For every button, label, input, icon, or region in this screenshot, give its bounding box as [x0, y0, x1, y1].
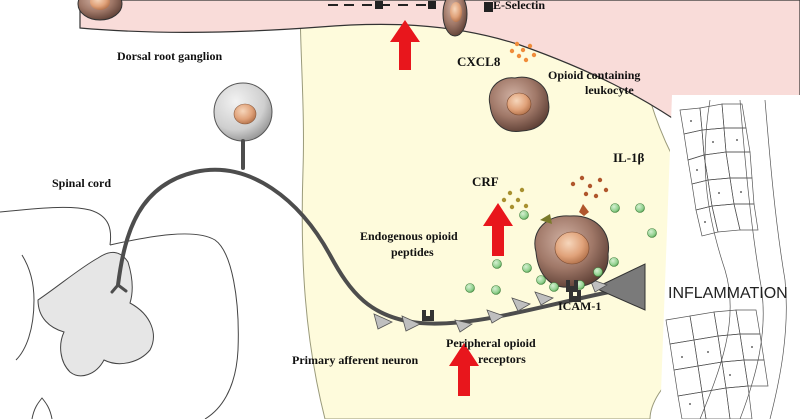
- spinal-cord-label: Spinal cord: [52, 176, 111, 190]
- endogenous-opioid-label-line1: Endogenous opioid: [360, 229, 458, 243]
- opioid-peptide-icon: [465, 203, 657, 295]
- cxcl8-chemokines: [509, 41, 537, 63]
- il1b-particles: [570, 175, 609, 199]
- crf-label: CRF: [472, 174, 499, 189]
- e-selectin-label: E-Selectin: [493, 0, 545, 12]
- primary-afferent-neuron-label: Primary afferent neuron: [292, 353, 419, 367]
- leukocyte-nucleus: [506, 92, 532, 116]
- up-arrow-icon: [390, 20, 420, 70]
- peripheral-receptors-label-line1: Peripheral opioid: [446, 336, 536, 350]
- cxcl8-label: CXCL8: [457, 54, 501, 69]
- il1b-receptor-icon: [579, 204, 589, 216]
- lower-leukocyte-nucleus: [554, 231, 590, 265]
- crf-particles: [501, 187, 529, 210]
- epidermis-tissue: [660, 95, 800, 419]
- epidermis-granules: [681, 120, 753, 405]
- inflammation-label: INFLAMMATION: [668, 285, 788, 302]
- icam-1-label: ICAM-1: [558, 299, 601, 313]
- e-selectin-molecule: [428, 1, 436, 9]
- e-selectin-molecule: [375, 1, 383, 9]
- crf-receptor-icon: [540, 214, 552, 224]
- opioid-receptor-icons: [373, 278, 608, 333]
- dorsal-root-ganglion-label: Dorsal root ganglion: [117, 49, 222, 63]
- peripheral-receptors-label-line2: receptors: [478, 352, 526, 366]
- receptor-icon: [422, 310, 434, 321]
- nerve-terminal-icon: [593, 263, 646, 311]
- endogenous-opioid-label-line2: peptides: [391, 245, 434, 259]
- opioid-leukocyte-label-line2: leukocyte: [585, 83, 634, 97]
- spinal-cord-grey-matter: [37, 252, 154, 377]
- opioid-leukocyte-label-line1: Opioid containing: [548, 68, 640, 82]
- rolling-leukocyte-nucleus: [450, 2, 462, 22]
- up-arrow-icon: [483, 203, 513, 256]
- soma-nucleus: [233, 103, 257, 125]
- icam-1-molecule: [566, 280, 578, 292]
- il1b-label: IL-1β: [613, 150, 645, 165]
- e-selectin-molecule: [484, 2, 493, 12]
- spinal-cord: [0, 206, 239, 419]
- receptor-icon: [569, 290, 581, 302]
- up-arrow-icon: [449, 343, 479, 396]
- vessel-leukocyte-nucleus: [90, 0, 110, 10]
